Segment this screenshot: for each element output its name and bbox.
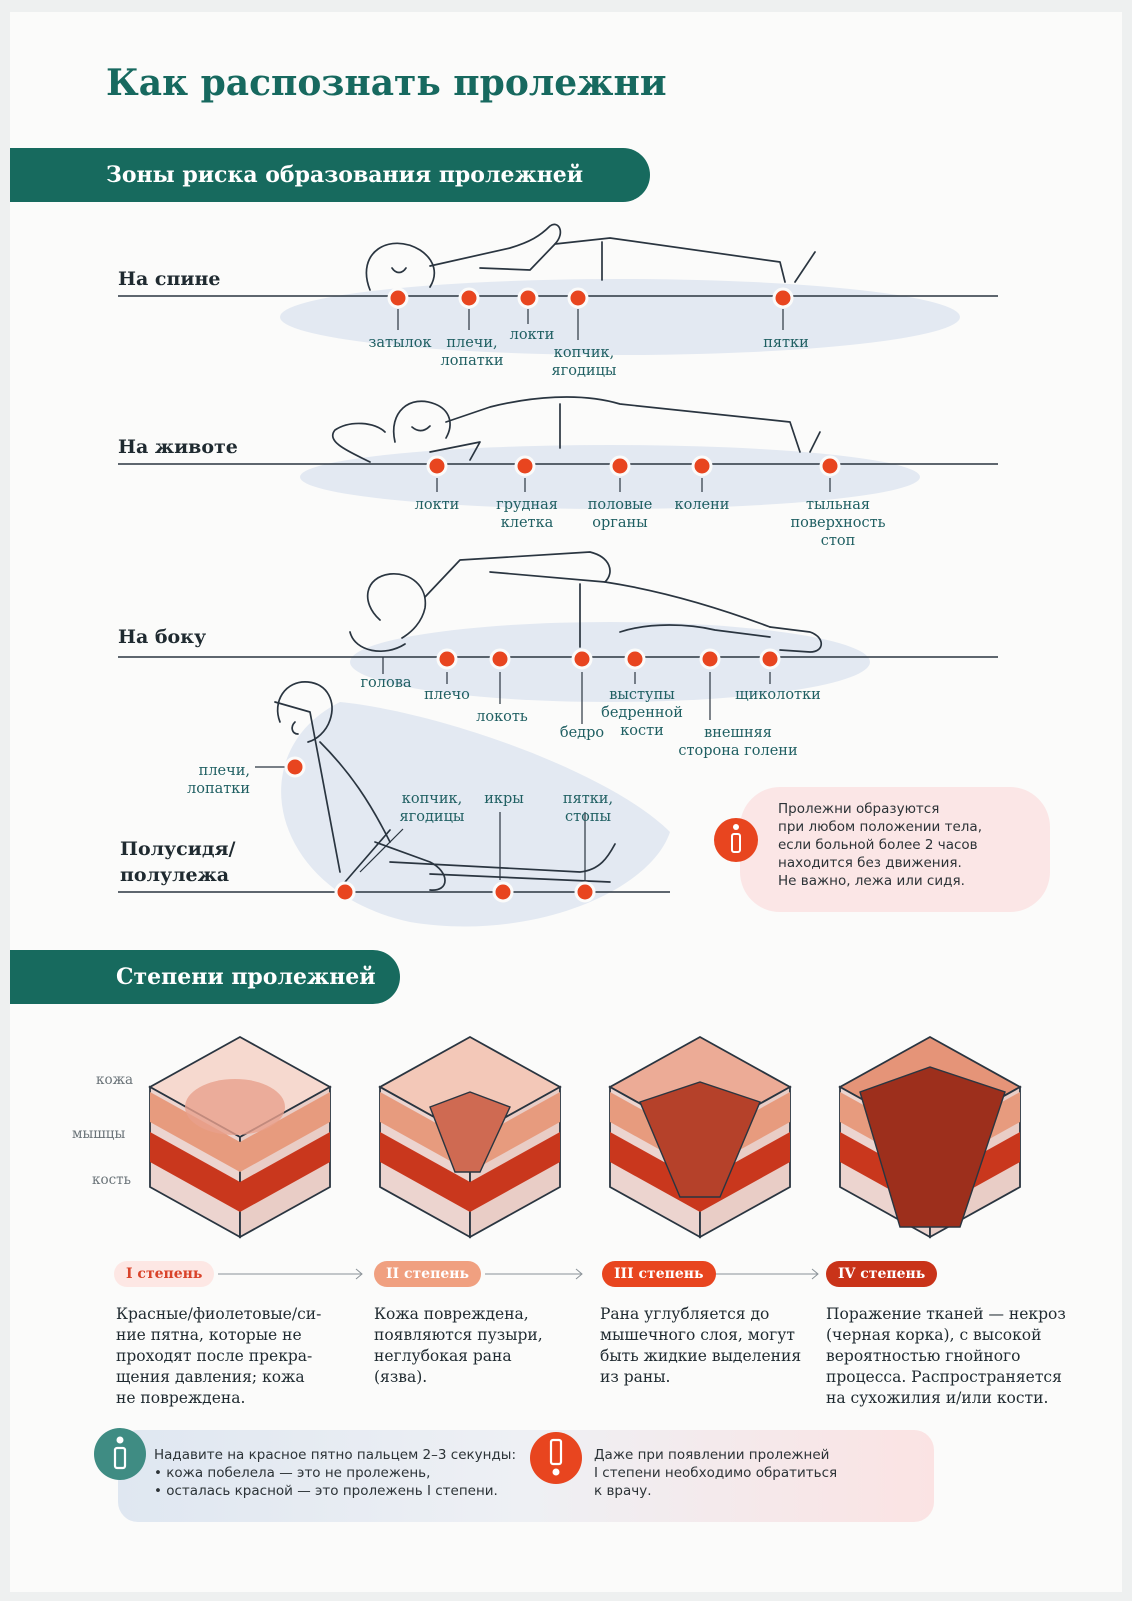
degree-pill-2: II степень: [374, 1261, 481, 1287]
layer-label-skin: кожа: [96, 1072, 134, 1088]
zone-label: икры: [484, 791, 524, 807]
zone-label: бедро: [559, 725, 605, 741]
arrow-right-icon: [218, 1268, 819, 1280]
zone-label: внешняя сторона голени: [678, 725, 798, 759]
bottom-warning-text: Даже при появлении пролежней I степени н…: [594, 1447, 838, 1499]
degree-desc-4: Поражение тканей — некроз (черная корка)…: [826, 1305, 1066, 1407]
zone-label: пятки, стопы: [562, 791, 614, 825]
degree-desc-1: Красные/фиолетовые/си- ние пятна, которы…: [116, 1305, 322, 1407]
zone-label: затылок: [368, 335, 432, 351]
zone-label: плечо: [424, 687, 470, 703]
zone-label: плечи, лопатки: [440, 335, 504, 369]
degree-desc-3: Рана углубляется до мышечного слоя, могу…: [600, 1305, 802, 1386]
position-label-back: На спине: [118, 268, 221, 290]
zone-label: копчик, ягодицы: [551, 345, 617, 379]
page-title: Как распознать пролежни: [106, 62, 667, 104]
zone-label: колени: [674, 497, 730, 513]
bottom-notes-panel: [118, 1430, 934, 1522]
cube-degree-2: [378, 1035, 562, 1239]
degree-pill-3: III степень: [602, 1261, 716, 1287]
zone-label: локти: [414, 497, 460, 513]
zone-label: копчик, ягодицы: [399, 791, 465, 825]
zone-label: локоть: [476, 709, 528, 725]
zone-label: голова: [360, 675, 412, 691]
cube-degree-3: [608, 1035, 792, 1239]
risk-dots: [284, 287, 841, 903]
layer-label-muscle: мышцы: [72, 1126, 126, 1142]
illustration-layer: [94, 223, 1050, 1522]
tip-info-icon: [94, 1428, 146, 1480]
bottom-tip-text: Надавите на красное пятно пальцем 2–3 се…: [154, 1447, 517, 1499]
zone-label: выступы бедренной кости: [601, 687, 683, 739]
zone-label: локти: [509, 327, 555, 343]
info-note-text: Пролежни образуются при любом положении …: [778, 801, 982, 889]
zone-label: тыльная поверхность стоп: [790, 497, 886, 549]
cube-degree-1: [148, 1035, 332, 1239]
info-icon: [714, 818, 758, 862]
zone-label: грудная клетка: [496, 497, 558, 531]
zone-label: пятки: [763, 335, 809, 351]
tissue-cubes: [148, 1035, 1022, 1239]
section-banner-degrees: Степени пролежней: [10, 950, 400, 1004]
warning-icon: [530, 1432, 582, 1484]
zone-label: плечи, лопатки: [187, 763, 250, 797]
body-shadows: [280, 279, 960, 927]
body-outlines: [274, 223, 823, 891]
position-label-semi: Полусидя/ полулежа: [120, 838, 236, 886]
layer-label-bone: кость: [92, 1172, 131, 1188]
degree-pill-4: IV степень: [826, 1261, 938, 1287]
position-label-belly: На животе: [118, 436, 238, 458]
section-banner-zones: Зоны риска образования пролежней: [10, 148, 650, 202]
leader-lines: [255, 309, 831, 880]
degree-pill-1: I степень: [114, 1261, 215, 1287]
page: Как распознать пролежни Зоны риска образ…: [10, 12, 1122, 1592]
degree-desc-2: Кожа повреждена, появляются пузыри, негл…: [374, 1305, 543, 1386]
zone-label: щиколотки: [735, 687, 821, 703]
cube-degree-4: [838, 1035, 1022, 1239]
zone-label: половые органы: [587, 497, 653, 531]
position-label-side: На боку: [118, 626, 207, 648]
info-note-panel: [740, 787, 1050, 912]
